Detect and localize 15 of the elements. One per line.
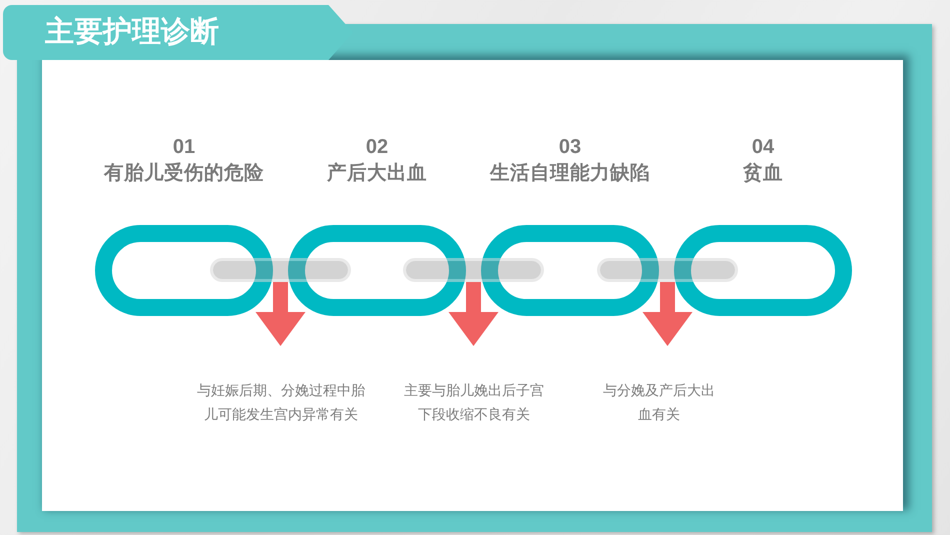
description: 与分娩及产后大出血有关 [602, 381, 716, 424]
description: 主要与胎儿娩出后子宫下段收缩不良有关 [403, 381, 545, 424]
link-bar [597, 258, 738, 282]
step-number: 03 [558, 136, 582, 158]
step-number: 01 [172, 136, 196, 158]
link-bar [210, 258, 351, 282]
heading: 有胎儿受伤的危险 [104, 162, 264, 184]
description: 与妊娠后期、分娩过程中胎儿可能发生宫内异常有关 [196, 381, 366, 424]
step-number: 04 [752, 136, 774, 158]
title: 主要护理诊断 [45, 16, 219, 48]
heading: 产后大出血 [327, 162, 427, 184]
heading: 生活自理能力缺陷 [490, 162, 650, 184]
step-number: 02 [366, 136, 388, 158]
link-bar [403, 258, 544, 282]
heading: 贫血 [743, 162, 783, 184]
